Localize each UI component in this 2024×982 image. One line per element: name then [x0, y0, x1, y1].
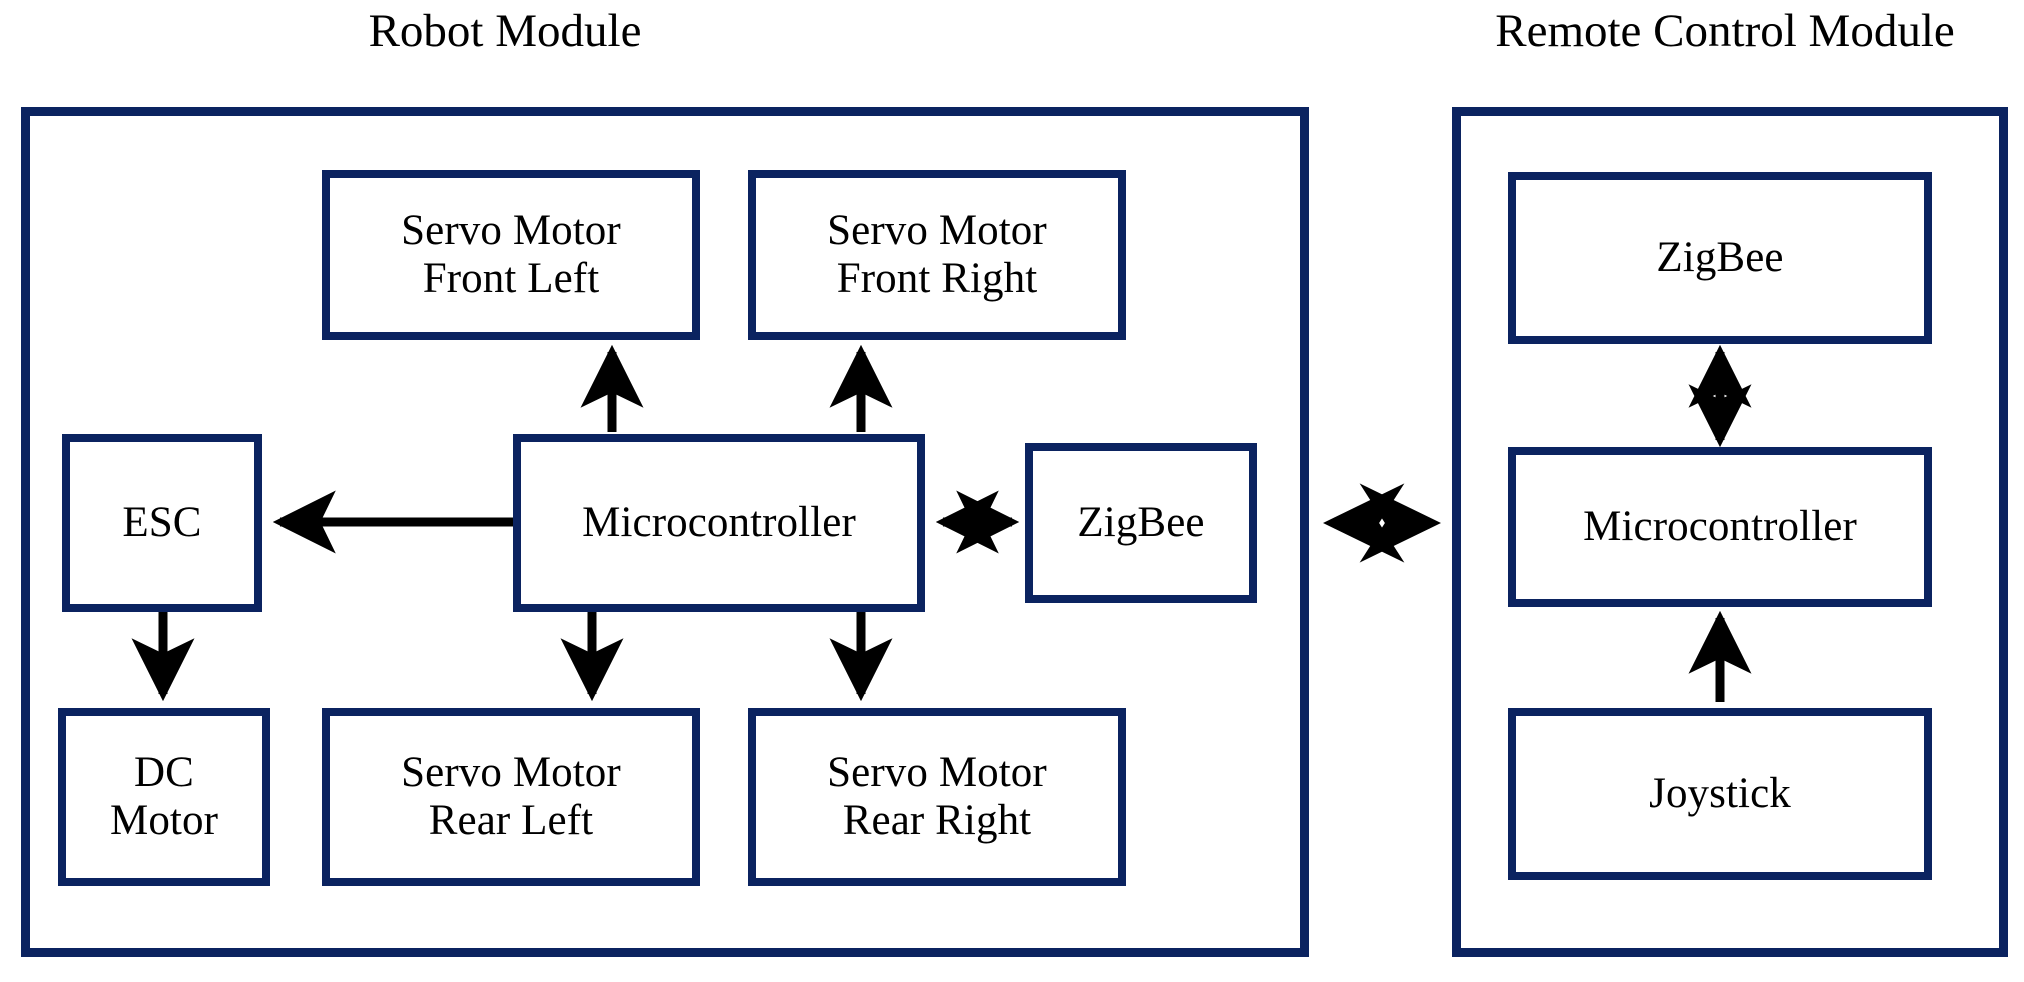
block-microcontroller[interactable]: Microcontroller: [513, 434, 925, 612]
block-rc-joystick[interactable]: Joystick: [1508, 708, 1932, 880]
block-servo-rear-right-label: Servo Motor Rear Right: [827, 748, 1047, 844]
block-servo-front-left-label: Servo Motor Front Left: [401, 206, 621, 302]
block-dc-motor-label: DC Motor: [110, 748, 218, 844]
block-servo-front-right[interactable]: Servo Motor Front Right: [748, 170, 1126, 340]
block-servo-front-left[interactable]: Servo Motor Front Left: [322, 170, 700, 340]
block-zigbee[interactable]: ZigBee: [1025, 443, 1257, 603]
block-rc-microcontroller[interactable]: Microcontroller: [1508, 447, 1932, 607]
block-zigbee-label: ZigBee: [1077, 498, 1205, 546]
robot-module-title: Robot Module: [368, 5, 642, 57]
block-rc-zigbee-label: ZigBee: [1656, 233, 1784, 281]
block-rc-zigbee[interactable]: ZigBee: [1508, 172, 1932, 344]
block-servo-rear-left[interactable]: Servo Motor Rear Left: [322, 708, 700, 886]
block-dc-motor[interactable]: DC Motor: [58, 708, 270, 886]
block-rc-joystick-label: Joystick: [1649, 769, 1791, 817]
block-servo-rear-left-label: Servo Motor Rear Left: [401, 748, 621, 844]
block-microcontroller-label: Microcontroller: [582, 498, 856, 546]
block-rc-microcontroller-label: Microcontroller: [1583, 502, 1857, 550]
block-esc-label: ESC: [122, 498, 202, 546]
block-esc[interactable]: ESC: [62, 434, 262, 612]
remote-control-module-title: Remote Control Module: [1495, 5, 1955, 57]
block-servo-rear-right[interactable]: Servo Motor Rear Right: [748, 708, 1126, 886]
block-servo-front-right-label: Servo Motor Front Right: [827, 206, 1047, 302]
